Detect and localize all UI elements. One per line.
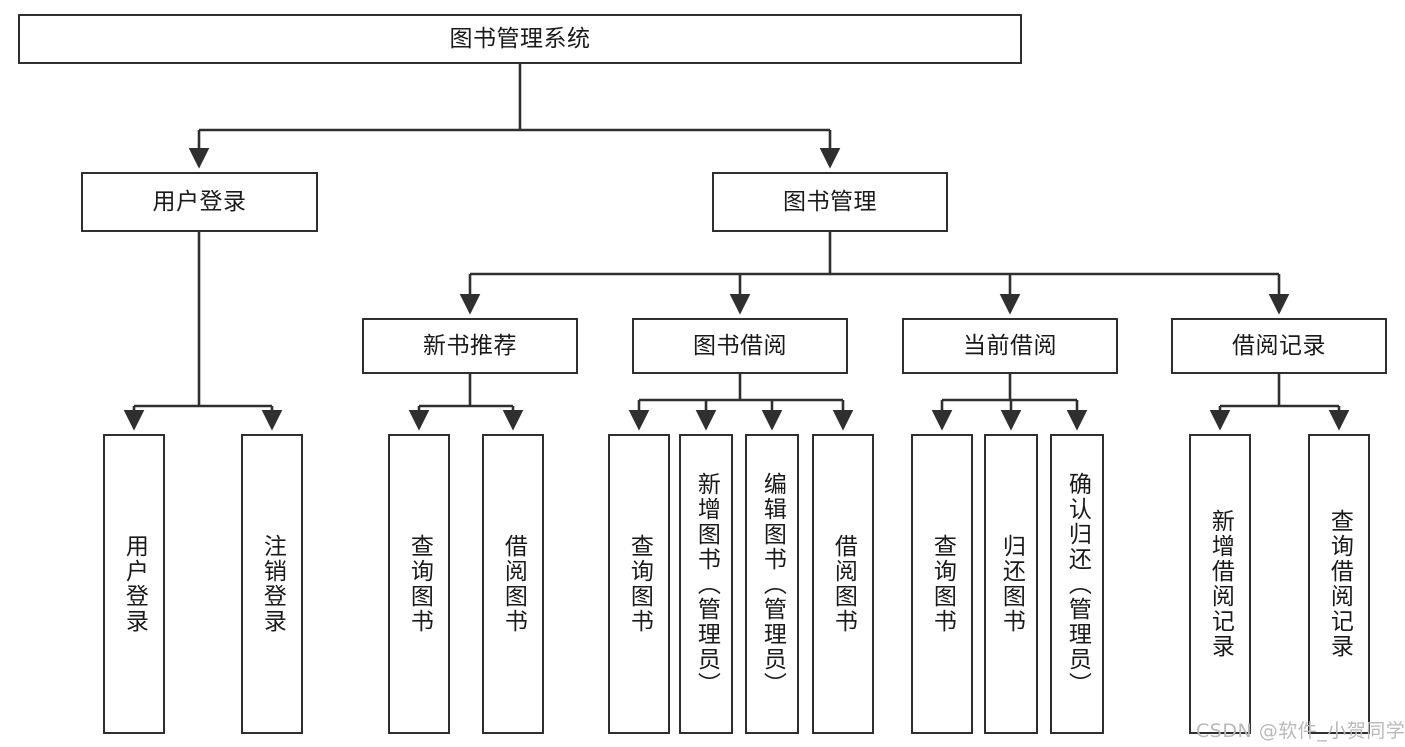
- leaf-add-book[interactable]: 新增图书（管理员）: [679, 434, 733, 734]
- node-borrow-record[interactable]: 借阅记录: [1171, 318, 1387, 374]
- leaf-return-book-label: 归还图书: [998, 534, 1025, 634]
- leaf-add-record-label: 新增借阅记录: [1207, 509, 1234, 659]
- watermark-text: CSDN @软件_小贺同学: [1196, 720, 1405, 742]
- leaf-query-book-3-label: 查询图书: [929, 534, 956, 634]
- leaf-borrow-book-2-label: 借阅图书: [830, 534, 857, 634]
- leaf-borrow-book-1-label: 借阅图书: [500, 534, 527, 634]
- leaf-logout-label: 注销登录: [259, 534, 286, 634]
- node-book-manage[interactable]: 图书管理: [712, 172, 948, 232]
- leaf-user-login-label: 用户登录: [121, 534, 148, 634]
- node-book-borrow-label: 图书借阅: [693, 332, 787, 359]
- leaf-borrow-book-2[interactable]: 借阅图书: [812, 434, 874, 734]
- leaf-confirm-return-label: 确认归还（管理员）: [1064, 471, 1091, 697]
- node-book-manage-label: 图书管理: [783, 188, 877, 215]
- leaf-confirm-return[interactable]: 确认归还（管理员）: [1050, 434, 1104, 734]
- node-new-book-recommend-label: 新书推荐: [423, 332, 517, 359]
- node-borrow-record-label: 借阅记录: [1232, 332, 1326, 359]
- node-root[interactable]: 图书管理系统: [18, 14, 1022, 64]
- leaf-query-book-1[interactable]: 查询图书: [388, 434, 450, 734]
- leaf-edit-book-label: 编辑图书（管理员）: [759, 471, 786, 697]
- leaf-query-book-2[interactable]: 查询图书: [608, 434, 670, 734]
- node-current-borrow[interactable]: 当前借阅: [902, 318, 1118, 374]
- leaf-user-login[interactable]: 用户登录: [103, 434, 165, 734]
- node-root-label: 图书管理系统: [449, 25, 591, 52]
- node-user-login[interactable]: 用户登录: [81, 172, 318, 232]
- leaf-add-book-label: 新增图书（管理员）: [693, 471, 720, 697]
- leaf-edit-book[interactable]: 编辑图书（管理员）: [745, 434, 799, 734]
- leaf-query-record-label: 查询借阅记录: [1326, 509, 1353, 659]
- leaf-query-book-1-label: 查询图书: [406, 534, 433, 634]
- leaf-add-record[interactable]: 新增借阅记录: [1189, 434, 1251, 734]
- leaf-query-book-2-label: 查询图书: [626, 534, 653, 634]
- leaf-logout[interactable]: 注销登录: [241, 434, 303, 734]
- node-user-login-label: 用户登录: [152, 188, 247, 215]
- leaf-borrow-book-1[interactable]: 借阅图书: [482, 434, 544, 734]
- leaf-query-record[interactable]: 查询借阅记录: [1308, 434, 1370, 734]
- node-current-borrow-label: 当前借阅: [963, 332, 1057, 359]
- leaf-query-book-3[interactable]: 查询图书: [911, 434, 973, 734]
- leaf-return-book[interactable]: 归还图书: [984, 434, 1038, 734]
- node-book-borrow[interactable]: 图书借阅: [632, 318, 848, 374]
- node-new-book-recommend[interactable]: 新书推荐: [362, 318, 578, 374]
